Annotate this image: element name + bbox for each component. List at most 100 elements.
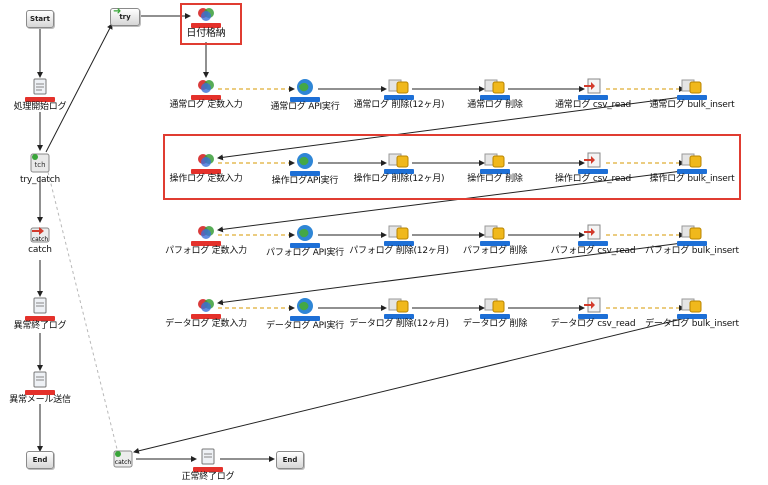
node-label: 操作ログ 削除 <box>467 174 523 184</box>
node-normal-end-log[interactable]: 正常終了ログ <box>153 448 263 483</box>
csv-icon <box>584 224 601 240</box>
node-label: 通常ログ 削除 <box>467 100 523 110</box>
node-row4-e[interactable]: データログ csv_read <box>538 297 648 330</box>
start-node[interactable]: Start <box>26 10 54 28</box>
node-row2-f[interactable]: 操作ログ bulk_insert <box>637 152 747 185</box>
node-error-log[interactable]: 異常終了ログ <box>0 297 95 332</box>
try-icon: ➜ <box>113 6 122 17</box>
node-row2-a[interactable]: 操作ログ 定数入力 <box>151 152 261 185</box>
script-badge <box>25 390 55 395</box>
node-row2-e[interactable]: 操作ログ csv_read <box>538 152 648 185</box>
db-exec-badge <box>677 169 707 174</box>
node-label: データログ 削除(12ヶ月) <box>349 319 449 329</box>
node-row1-f[interactable]: 通常ログ bulk_insert <box>637 78 747 111</box>
csv-badge <box>578 314 608 319</box>
db-exec-icon <box>388 153 409 168</box>
rest-globe-icon <box>297 225 313 241</box>
edge-trycatch-try <box>45 23 113 153</box>
node-finally[interactable]: catch <box>68 448 178 471</box>
edge-row4-finally <box>133 315 695 454</box>
end-node-2[interactable]: End <box>276 451 304 469</box>
node-row3-a[interactable]: パフォログ 定数入力 <box>151 224 261 257</box>
node-row1-b[interactable]: 通常ログ API実行 <box>250 78 360 113</box>
db-exec-icon <box>484 153 505 168</box>
db-exec-icon <box>388 298 409 313</box>
node-row1-d[interactable]: 通常ログ 削除 <box>440 78 550 111</box>
node-label: 操作ログAPI実行 <box>271 176 339 186</box>
node-row4-d[interactable]: データログ 削除 <box>440 297 550 330</box>
rest-badge <box>290 316 320 321</box>
db-exec-badge <box>384 169 414 174</box>
csv-icon <box>584 297 601 313</box>
try-node[interactable]: ➜ try <box>110 6 140 26</box>
node-row1-c[interactable]: 通常ログ 削除(12ヶ月) <box>344 78 454 111</box>
db-exec-badge <box>677 95 707 100</box>
node-row3-e[interactable]: パフォログ csv_read <box>538 224 648 257</box>
try-catch-icon: tch <box>30 153 50 173</box>
node-error-mail[interactable]: 異常メール送信 <box>0 371 95 406</box>
mapper-icon <box>198 8 214 21</box>
node-row3-c[interactable]: パフォログ 削除(12ヶ月) <box>344 224 454 257</box>
csv-icon <box>584 152 601 168</box>
node-log-start[interactable]: 処理開始ログ <box>0 78 95 113</box>
node-row4-b[interactable]: データログ API実行 <box>250 297 360 332</box>
node-label: データログ bulk_insert <box>645 319 739 329</box>
node-row2-d[interactable]: 操作ログ 削除 <box>440 152 550 185</box>
edge-trycatch-finally <box>47 171 119 454</box>
node-label: 通常ログ bulk_insert <box>649 100 735 110</box>
node-try-catch[interactable]: tch try_catch <box>0 152 95 186</box>
node-row4-a[interactable]: データログ 定数入力 <box>151 297 261 330</box>
csv-badge <box>578 241 608 246</box>
node-catch[interactable]: catch catch <box>0 224 95 256</box>
mapper-badge <box>191 241 221 246</box>
mapper-icon <box>198 80 214 93</box>
rest-badge <box>290 243 320 248</box>
node-label: 通常ログ csv_read <box>555 100 631 110</box>
mapper-icon <box>198 154 214 167</box>
edge-row3-row4 <box>217 241 691 306</box>
mapper-badge <box>191 169 221 174</box>
node-row3-f[interactable]: パフォログ bulk_insert <box>637 224 747 257</box>
csv-badge <box>578 95 608 100</box>
node-label: 異常メール送信 <box>9 395 71 405</box>
rest-badge <box>290 97 320 102</box>
node-label: パフォログ 削除(12ヶ月) <box>349 246 449 256</box>
db-exec-icon <box>484 225 505 240</box>
rest-globe-icon <box>297 298 313 314</box>
node-label: パフォログ csv_read <box>550 246 636 256</box>
node-label: パフォログ 削除 <box>462 246 528 256</box>
node-date-store[interactable]: 日付格納 <box>151 6 261 39</box>
rest-badge <box>290 171 320 176</box>
db-exec-icon <box>388 79 409 94</box>
node-row4-c[interactable]: データログ 削除(12ヶ月) <box>344 297 454 330</box>
catch-icon: catch <box>30 227 50 243</box>
svg-text:catch: catch <box>32 236 49 243</box>
node-label: 操作ログ csv_read <box>555 174 631 184</box>
node-row1-a[interactable]: 通常ログ 定数入力 <box>151 78 261 111</box>
rest-globe-icon <box>297 79 313 95</box>
edge-row1-row2 <box>217 95 691 161</box>
db-exec-badge <box>677 314 707 319</box>
csv-icon <box>584 78 601 94</box>
node-row1-e[interactable]: 通常ログ csv_read <box>538 78 648 111</box>
node-row2-c[interactable]: 操作ログ 削除(12ヶ月) <box>344 152 454 185</box>
script-badge <box>25 97 55 102</box>
script-icon <box>33 297 47 314</box>
node-row4-f[interactable]: データログ bulk_insert <box>637 297 747 330</box>
node-label: データログ 定数入力 <box>165 319 247 329</box>
db-exec-icon <box>681 153 702 168</box>
end-node[interactable]: End <box>26 451 54 469</box>
db-exec-badge <box>480 95 510 100</box>
db-exec-badge <box>384 314 414 319</box>
mapper-badge <box>191 314 221 319</box>
node-label: パフォログ bulk_insert <box>645 246 739 256</box>
node-row2-b[interactable]: 操作ログAPI実行 <box>250 152 360 187</box>
node-row3-d[interactable]: パフォログ 削除 <box>440 224 550 257</box>
db-exec-icon <box>681 298 702 313</box>
csv-badge <box>578 169 608 174</box>
node-row3-b[interactable]: パフォログ API実行 <box>250 224 360 259</box>
db-exec-icon <box>681 79 702 94</box>
script-icon <box>33 78 47 95</box>
node-label: 処理開始ログ <box>13 102 67 112</box>
